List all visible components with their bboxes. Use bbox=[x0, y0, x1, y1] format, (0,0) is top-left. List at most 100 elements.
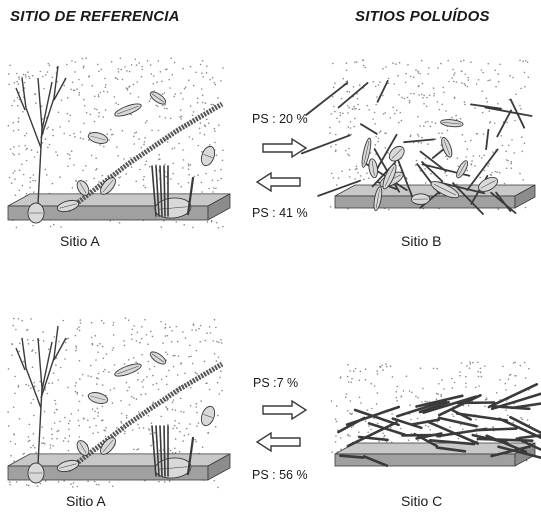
needle-diatom bbox=[497, 445, 541, 460]
needle-diatom bbox=[485, 434, 528, 454]
ps-back-label-row1: PS : 41 % bbox=[252, 206, 308, 220]
diatom-raphe bbox=[371, 160, 375, 176]
ps-forward-label-row1: PS : 20 % bbox=[252, 112, 308, 126]
site-a-community-scene bbox=[7, 57, 231, 229]
needle-diatom bbox=[428, 439, 476, 446]
diatom-raphe bbox=[102, 179, 114, 193]
needle-diatom bbox=[509, 415, 541, 435]
needle-diatom bbox=[186, 436, 195, 476]
substrate-side bbox=[207, 453, 231, 481]
needle-diatom bbox=[373, 148, 400, 193]
needle-diatom bbox=[337, 416, 366, 434]
substrate-top bbox=[7, 193, 231, 207]
needle-diatom bbox=[337, 81, 369, 109]
filament-chain bbox=[66, 361, 224, 472]
diatom-raphe bbox=[59, 203, 77, 209]
diatom-raphe bbox=[433, 184, 456, 196]
filament-chain bbox=[66, 101, 224, 212]
needle-diatom bbox=[413, 432, 439, 448]
diatom-raphe bbox=[79, 182, 87, 194]
needle-diatom bbox=[490, 191, 517, 215]
needle-diatom bbox=[300, 134, 351, 155]
needle-diatom bbox=[411, 418, 441, 426]
site-a-label-row2: Sitio A bbox=[66, 493, 106, 509]
needle-diatom bbox=[419, 150, 447, 173]
substrate-front bbox=[334, 453, 516, 467]
diatom-raphe bbox=[158, 206, 188, 210]
site-a-community-scene-row2 bbox=[7, 317, 231, 489]
arrow-left-icon bbox=[255, 431, 301, 453]
diatom-raphe bbox=[375, 189, 380, 209]
reference-site-header: SITIO DE REFERENCIA bbox=[10, 8, 180, 25]
needle-diatom bbox=[515, 437, 541, 452]
needle-diatom bbox=[155, 425, 160, 477]
polluted-sites-header: SITIOS POLUÍDOS bbox=[355, 8, 490, 25]
needle-diatom bbox=[317, 179, 362, 197]
diatom-raphe bbox=[151, 93, 165, 103]
diatom-raphe bbox=[384, 166, 395, 187]
needle-diatom bbox=[159, 165, 163, 217]
diatom-raphe bbox=[443, 139, 450, 156]
needle-diatom bbox=[485, 128, 490, 151]
diatom-raphe bbox=[102, 439, 114, 453]
needle-diatom bbox=[437, 416, 478, 428]
diatom-raphe bbox=[59, 463, 77, 469]
needle-diatom bbox=[496, 109, 513, 138]
ps-back-label-row2: PS : 56 % bbox=[252, 468, 308, 482]
diatom-raphe bbox=[203, 154, 213, 158]
needle-diatom bbox=[186, 176, 195, 216]
needle-diatom bbox=[163, 425, 166, 477]
needle-diatom bbox=[452, 182, 484, 215]
diatom-raphe bbox=[480, 180, 496, 189]
needle-diatom bbox=[396, 157, 415, 201]
needle-diatom bbox=[490, 392, 541, 411]
needle-diatom bbox=[421, 161, 444, 183]
diatom-raphe bbox=[442, 121, 461, 125]
needle-diatom bbox=[469, 103, 502, 110]
ps-forward-label-row2: PS :7 % bbox=[253, 376, 299, 390]
diatom-raphe bbox=[79, 442, 87, 454]
needle-diatom bbox=[359, 123, 378, 135]
needle-diatom bbox=[435, 446, 467, 453]
needle-diatom bbox=[436, 427, 488, 438]
needle-diatom bbox=[484, 106, 533, 117]
diatom-raphe bbox=[458, 162, 466, 177]
site-b-label: Sitio B bbox=[401, 233, 442, 249]
needle-diatom bbox=[487, 382, 539, 409]
substrate-top bbox=[7, 453, 231, 467]
needle-diatom bbox=[367, 422, 407, 436]
arrow-right-icon bbox=[262, 399, 308, 421]
site-a-label-row1: Sitio A bbox=[60, 233, 100, 249]
needle-diatom bbox=[415, 394, 464, 408]
sediment-dots bbox=[330, 361, 531, 463]
needle-diatom bbox=[418, 400, 450, 414]
needle-diatom bbox=[151, 165, 157, 217]
needle-diatom bbox=[518, 434, 541, 440]
diatom-raphe bbox=[158, 466, 188, 470]
diatom-raphe bbox=[203, 414, 213, 418]
needle-diatom bbox=[151, 425, 157, 477]
substrate-side bbox=[514, 184, 536, 209]
needle-diatom bbox=[391, 417, 423, 430]
diatom-raphe bbox=[151, 353, 165, 363]
needle-diatom bbox=[426, 420, 480, 445]
needle-diatom bbox=[396, 399, 447, 418]
needle-diatom bbox=[403, 138, 435, 144]
arrow-right-icon bbox=[262, 137, 308, 159]
needle-diatom bbox=[155, 165, 160, 217]
diatom-raphe bbox=[117, 365, 139, 375]
needle-diatom bbox=[422, 395, 478, 414]
diatom-raphe bbox=[363, 140, 370, 165]
diatom-raphe bbox=[391, 148, 402, 159]
site-b-community-scene bbox=[300, 59, 536, 215]
needle-diatom bbox=[510, 402, 541, 410]
needle-diatom bbox=[490, 445, 531, 458]
needle-diatom bbox=[163, 165, 166, 217]
needle-diatom bbox=[339, 454, 365, 459]
diatom-raphe bbox=[117, 105, 139, 115]
needle-diatom bbox=[376, 79, 389, 103]
needle-diatom bbox=[466, 148, 499, 191]
needle-diatom bbox=[438, 181, 486, 195]
needle-diatom bbox=[305, 81, 349, 116]
needle-diatom bbox=[346, 421, 398, 448]
